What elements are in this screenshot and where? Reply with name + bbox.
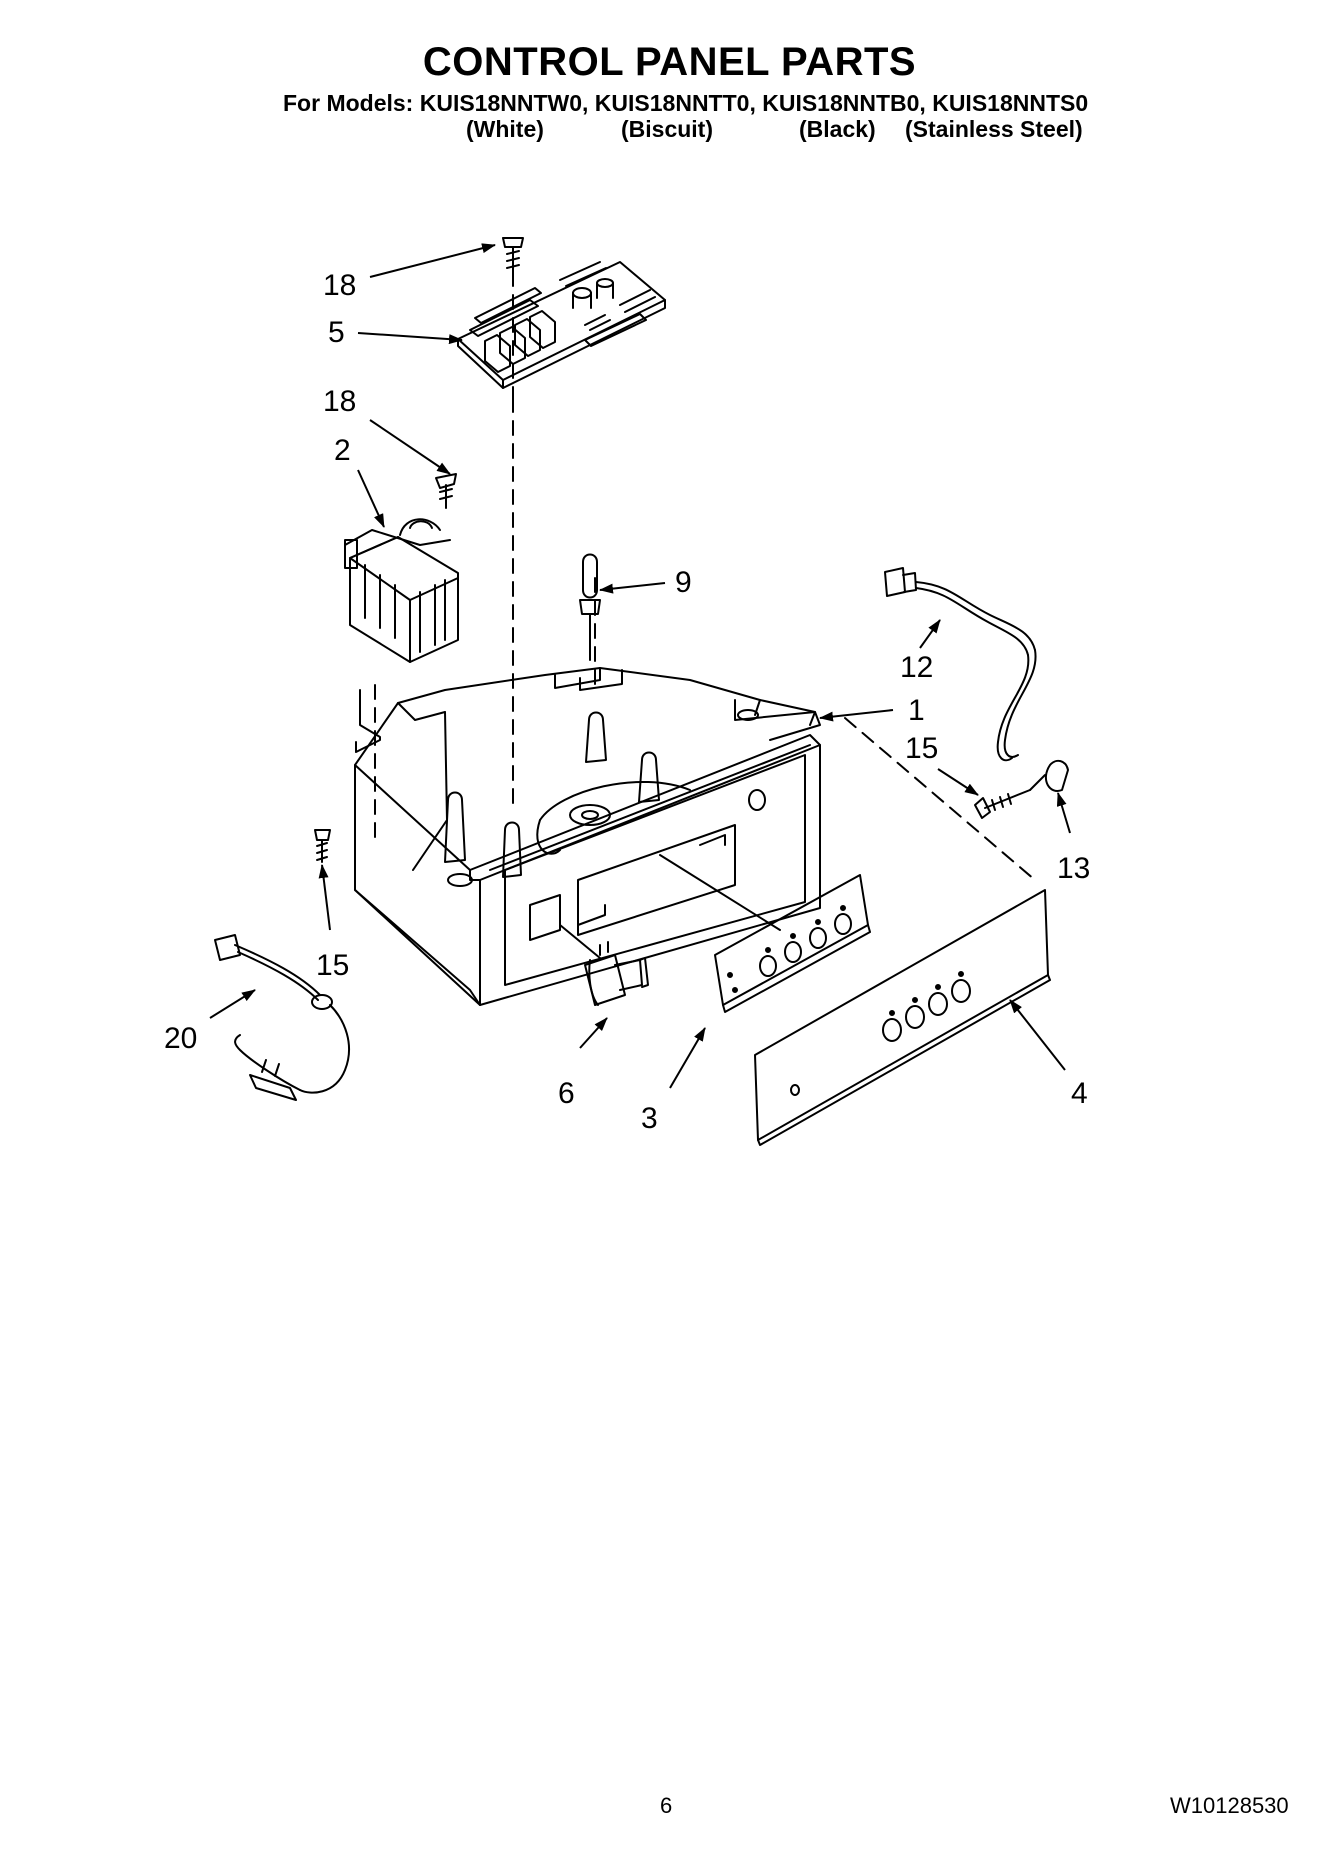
callout-1: 1 [908,694,925,727]
transformer-part-2 [344,518,459,753]
front-panel-part-4 [754,889,1051,1146]
control-housing-part-1 [354,667,821,1006]
clip-part-13 [1029,759,1069,792]
page-title: CONTROL PANEL PARTS [422,40,917,84]
leader-lines [209,243,1071,1089]
color-stainless-steel: (Stainless Steel) [905,116,1083,142]
callout-13: 13 [1057,852,1090,885]
callout-18-middle: 18 [323,385,356,418]
control-plate-part-3 [659,854,871,1013]
screw-part-18-top [502,237,524,273]
sensor-harness-part-20 [214,934,350,1101]
callout-2: 2 [334,434,351,467]
models-line: For Models: KUIS18NNTW0, KUIS18NNTT0, KU… [283,90,1089,116]
lamp-part-9 [579,553,601,661]
color-white: (White) [466,116,544,142]
screw-part-18-middle [435,473,457,509]
callout-5: 5 [328,316,345,349]
callout-12: 12 [900,651,933,684]
page-number: 6 [660,1793,673,1818]
screw-part-15-left [314,829,331,863]
control-board-part-5 [457,261,666,389]
callout-9: 9 [675,566,692,599]
wire-harness-part-12 [884,567,1037,762]
color-black: (Black) [799,116,876,142]
callout-18-top: 18 [323,269,356,302]
alignment-lines [374,271,1036,881]
callout-6: 6 [558,1077,575,1110]
callout-3: 3 [641,1102,658,1135]
callout-20: 20 [164,1022,197,1055]
screw-part-15-right [974,789,1031,819]
callout-labels: 18 5 18 2 9 12 1 15 13 15 20 6 3 4 [164,269,1090,1135]
switch-part-6 [559,924,649,1006]
callout-15-left: 15 [316,949,349,982]
color-biscuit: (Biscuit) [621,116,713,142]
document-number: W10128530 [1170,1793,1289,1818]
callout-15-right: 15 [905,732,938,765]
callout-4: 4 [1071,1077,1088,1110]
